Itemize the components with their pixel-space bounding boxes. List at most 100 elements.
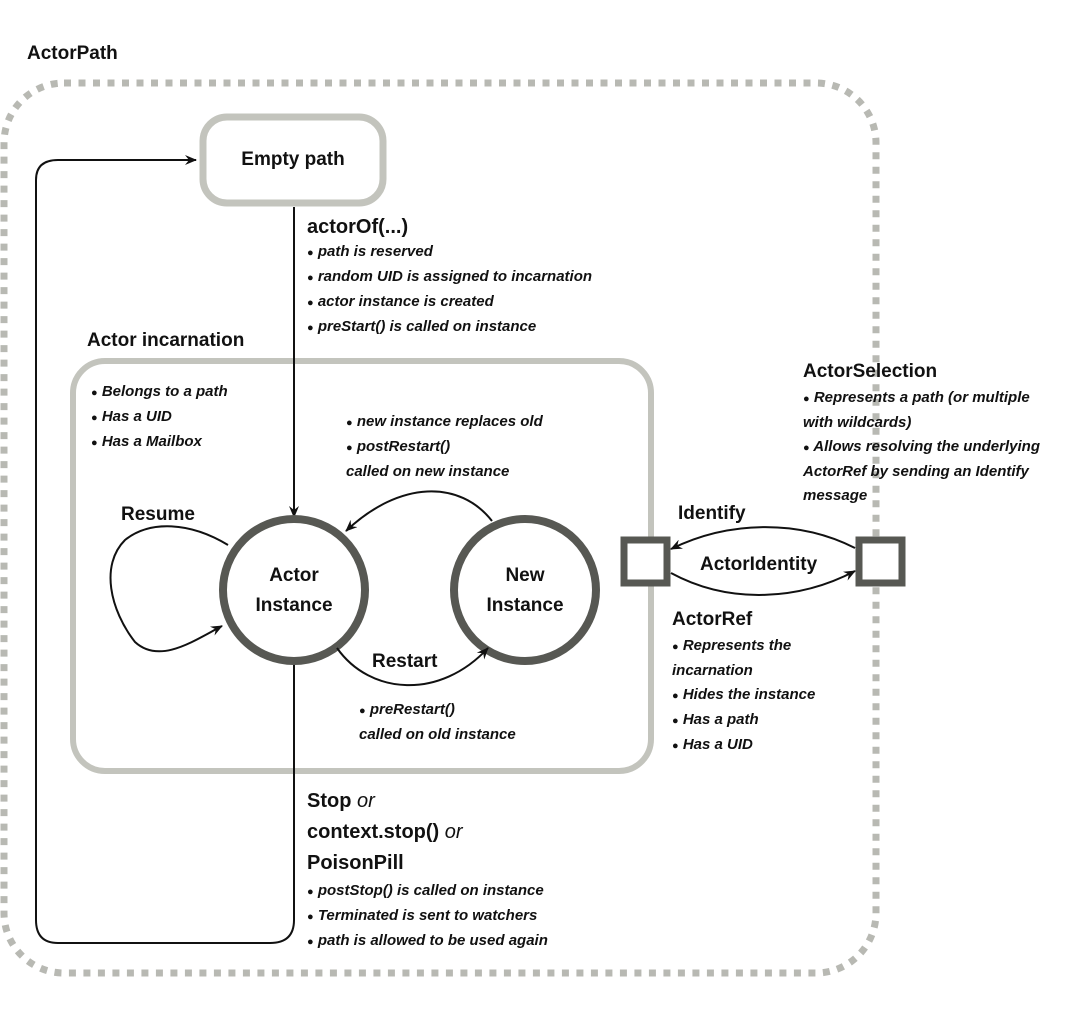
actor-selection-annotation: ActorSelection ● Represents a path (or m… xyxy=(803,358,1040,508)
resume-loop-arrow xyxy=(109,525,229,653)
bullet-text: Hides the instance xyxy=(682,686,816,703)
actor-instance-label: Actor Instance xyxy=(224,561,364,621)
actor-instance-line1: Actor xyxy=(269,565,319,586)
bullet-icon: ● xyxy=(803,442,810,454)
actor-ref-square xyxy=(620,536,671,587)
bullet-text: Allows resolving the underlying xyxy=(813,438,1040,455)
actor-identity-label: ActorIdentity xyxy=(700,554,818,575)
stop-line1: Stop or xyxy=(307,786,548,817)
replace-annotation: ● new instance replaces old ● postRestar… xyxy=(346,410,543,484)
bullet-icon: ● xyxy=(307,911,314,923)
actor-selection-square xyxy=(855,536,906,587)
replace-bullet: ● new instance replaces old xyxy=(346,410,543,435)
context-stop-keyword: context.stop() xyxy=(307,821,440,843)
incarnation-bullet: ● Has a Mailbox xyxy=(91,430,228,455)
or-text: or xyxy=(357,790,375,812)
actor-ref-bullet: ● Represents the xyxy=(672,634,815,659)
identify-label: Identify xyxy=(678,503,746,524)
bullet-text: Belongs to a path xyxy=(101,383,228,400)
new-instance-label: New Instance xyxy=(455,561,595,621)
bullet-icon: ● xyxy=(307,936,314,948)
actor-of-bullet: ● path is reserved xyxy=(307,240,592,265)
bullet-text: Has a path xyxy=(682,711,759,728)
bullet-icon: ● xyxy=(307,272,314,284)
actor-ref-bullet: ● Has a UID xyxy=(672,733,815,758)
bullet-icon: ● xyxy=(307,322,314,334)
bullet-icon: ● xyxy=(91,412,98,424)
bullet-text: random UID is assigned to incarnation xyxy=(317,268,593,285)
actor-selection-title: ActorSelection xyxy=(803,361,938,382)
actor-of-title: actorOf(...) xyxy=(307,216,409,238)
bullet-icon: ● xyxy=(307,297,314,309)
bullet-icon: ● xyxy=(346,417,353,429)
bullet-icon: ● xyxy=(803,393,810,405)
stop-line3: PoisonPill xyxy=(307,848,548,879)
resume-label: Resume xyxy=(121,504,195,525)
bullet-text: Has a Mailbox xyxy=(101,433,202,450)
stop-bullet: ● postStop() is called on instance xyxy=(307,879,548,904)
bullet-text: postRestart() xyxy=(356,438,451,455)
actor-ref-bullet: ● Has a path xyxy=(672,708,815,733)
stop-keyword: Stop xyxy=(307,790,352,812)
bullet-icon: ● xyxy=(91,387,98,399)
actor-ref-title: ActorRef xyxy=(672,609,753,630)
bullet-icon: ● xyxy=(359,705,366,717)
restart-label: Restart xyxy=(372,651,438,672)
bullet-text: postStop() is called on instance xyxy=(317,882,544,899)
actor-of-bullet: ● random UID is assigned to incarnation xyxy=(307,265,592,290)
bullet-icon: ● xyxy=(672,690,679,702)
empty-path-box xyxy=(199,113,387,207)
actor-selection-bullet: ● Represents a path (or multiple xyxy=(803,386,1040,411)
stop-line2: context.stop() or xyxy=(307,817,548,848)
bullet-text: preStart() is called on instance xyxy=(317,318,537,335)
bullet-text: Represents a path (or multiple xyxy=(813,389,1030,406)
bullet-icon: ● xyxy=(672,715,679,727)
bullet-text: new instance replaces old xyxy=(356,413,543,430)
bullet-icon: ● xyxy=(346,442,353,454)
actor-of-bullet: ● actor instance is created xyxy=(307,290,592,315)
replace-bullet: ● postRestart() xyxy=(346,435,543,460)
poison-pill-keyword: PoisonPill xyxy=(307,852,404,874)
bullet-text: Terminated is sent to watchers xyxy=(317,907,538,924)
new-instance-line1: New xyxy=(505,565,545,586)
actor-instance-line2: Instance xyxy=(255,595,333,616)
stop-bullet: ● path is allowed to be used again xyxy=(307,929,548,954)
new-instance-line2: Instance xyxy=(486,595,564,616)
actor-incarnation-title: Actor incarnation xyxy=(87,330,245,351)
actor-of-bullet: ● preStart() is called on instance xyxy=(307,315,592,340)
bullet-text: preRestart() xyxy=(369,701,455,718)
bullet-icon: ● xyxy=(672,740,679,752)
incarnation-bullet: ● Belongs to a path xyxy=(91,380,228,405)
bullet-text: path is allowed to be used again xyxy=(317,932,548,949)
actor-path-title: ActorPath xyxy=(27,43,118,64)
replace-arrow xyxy=(345,490,493,532)
incarnation-bullet: ● Has a UID xyxy=(91,405,228,430)
stop-bullet: ● Terminated is sent to watchers xyxy=(307,904,548,929)
actor-ref-bullet: ● Hides the instance xyxy=(672,683,815,708)
restart-arrow xyxy=(336,647,489,687)
new-instance-circle xyxy=(450,515,600,665)
replace-continuation: called on new instance xyxy=(346,463,510,480)
bullet-text: actor instance is created xyxy=(317,293,494,310)
restart-bullet: ● preRestart() xyxy=(359,698,516,723)
bullet-continuation: ActorRef by sending an Identify xyxy=(803,463,1029,480)
bullet-icon: ● xyxy=(672,641,679,653)
bullet-icon: ● xyxy=(307,886,314,898)
bullet-text: path is reserved xyxy=(317,243,433,260)
bullet-continuation: message xyxy=(803,487,868,504)
bullet-text: Has a UID xyxy=(101,408,172,425)
actor-of-annotation: actorOf(...) ● path is reserved ● random… xyxy=(307,214,592,340)
actor-identity-arrow xyxy=(670,570,856,596)
bullet-continuation: incarnation xyxy=(672,662,753,679)
restart-continuation: called on old instance xyxy=(359,726,516,743)
stop-loop-arrow xyxy=(35,155,295,944)
bullet-continuation: with wildcards) xyxy=(803,414,912,431)
bullet-icon: ● xyxy=(91,437,98,449)
actor-instance-circle xyxy=(219,515,369,665)
or-text: or xyxy=(444,821,463,843)
bullet-text: Has a UID xyxy=(682,736,753,753)
identify-arrow xyxy=(670,526,856,550)
bullet-icon: ● xyxy=(307,247,314,259)
stop-annotation: Stop or context.stop() or PoisonPill ● p… xyxy=(307,786,548,954)
